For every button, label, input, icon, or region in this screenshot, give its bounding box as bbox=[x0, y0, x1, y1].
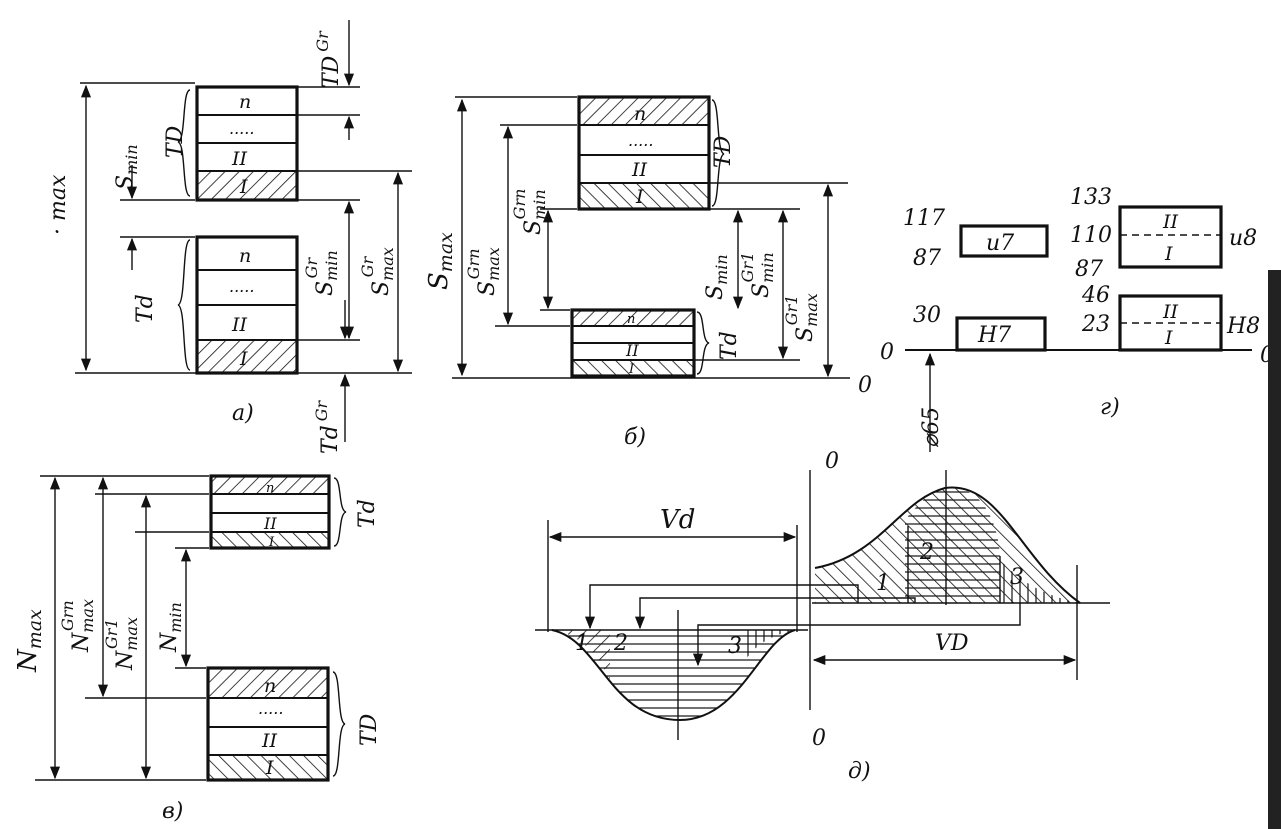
panel-v-caption: в) bbox=[162, 799, 183, 824]
a-shaft-I: I bbox=[239, 348, 248, 370]
d-shaft-3: 3 bbox=[728, 634, 742, 659]
a-smax-gr-label: SmaxGr bbox=[358, 247, 397, 296]
scan-edge bbox=[1268, 270, 1281, 829]
g-H7-box bbox=[955, 316, 1047, 352]
g-H8-I: I bbox=[1164, 327, 1173, 349]
g-u7-label: u7 bbox=[986, 231, 1014, 256]
v-nmax-label: Nmax bbox=[13, 609, 46, 673]
b-zero: 0 bbox=[858, 373, 872, 398]
a-smin-label: Smin bbox=[113, 144, 141, 190]
a-hole-II: II bbox=[231, 148, 248, 170]
b-shaft-n: n bbox=[627, 312, 635, 327]
d-zero-bottom: 0 bbox=[812, 726, 826, 751]
b-smax-label: Smax bbox=[424, 232, 457, 290]
g-87: 87 bbox=[913, 246, 941, 271]
a-shaft-group-I-hatch bbox=[197, 340, 297, 373]
b-smax-gr1-label: SmaxGr1 bbox=[782, 293, 821, 342]
a-shaft-dots: ..... bbox=[229, 277, 254, 296]
g-H7-label: H7 bbox=[977, 323, 1011, 348]
d-shaft-2: 2 bbox=[613, 631, 628, 656]
g-u8-II: II bbox=[1162, 211, 1179, 233]
g-30: 30 bbox=[913, 303, 941, 328]
b-smax-grn-label: SmaxGrn bbox=[464, 247, 503, 296]
a-Td-label: Td bbox=[133, 294, 158, 323]
b-hole-n: n bbox=[634, 103, 646, 125]
d-shaft-curve bbox=[551, 629, 796, 722]
g-u7-box bbox=[959, 224, 1049, 258]
v-nmin-label: Nmin bbox=[157, 602, 185, 653]
d-hole-1: 1 bbox=[876, 571, 890, 596]
panel-b: n ..... II I n II I Smax SmaxGrn SminGrn… bbox=[424, 95, 872, 450]
panel-g-caption: г) bbox=[1100, 395, 1120, 420]
g-zero-left: 0 bbox=[880, 340, 894, 365]
g-diameter-label: ⌀65 bbox=[919, 407, 944, 448]
g-110: 110 bbox=[1070, 223, 1112, 248]
g-u8-label: u8 bbox=[1229, 226, 1257, 251]
g-87b: 87 bbox=[1075, 257, 1103, 282]
d-hole-3: 3 bbox=[1010, 565, 1024, 590]
b-smin-gr1-label: SminGr1 bbox=[738, 252, 777, 298]
a-smax-label: · max bbox=[46, 174, 71, 235]
b-hole-dots: ..... bbox=[628, 131, 653, 150]
b-hole-I: I bbox=[635, 186, 644, 208]
g-117: 117 bbox=[903, 206, 945, 231]
a-TD-label: TD bbox=[163, 125, 188, 158]
d-hole-curve bbox=[814, 486, 1081, 604]
b-smin-grn-label: SminGrn bbox=[510, 189, 549, 235]
v-shaft-n: n bbox=[266, 481, 274, 496]
g-u8-box bbox=[1118, 205, 1223, 269]
g-u8-I: I bbox=[1164, 243, 1173, 265]
panel-v: n II I n ..... II I Nmax NmaxGrn NmaxGr1… bbox=[13, 474, 382, 824]
v-nmax-gr1-label: NmaxGr1 bbox=[102, 617, 141, 671]
a-smin-gr-label: SminGr bbox=[302, 250, 341, 296]
b-TD-label: TD bbox=[711, 135, 736, 168]
d-Vd-label: Vd bbox=[660, 505, 695, 535]
b-shaft-II: II bbox=[625, 341, 639, 360]
a-hole-group-I-hatch bbox=[197, 171, 297, 200]
v-shaft-I: I bbox=[268, 535, 275, 550]
a-hole-n: n bbox=[239, 91, 251, 113]
a-hole-I: I bbox=[239, 176, 248, 198]
g-46: 46 bbox=[1081, 283, 1110, 308]
b-Td-label: Td bbox=[717, 331, 742, 360]
a-shaft-II: II bbox=[231, 314, 248, 336]
v-hole-II: II bbox=[261, 730, 278, 752]
panel-b-caption: б) bbox=[624, 425, 646, 450]
a-TDgr-label: TDGr bbox=[313, 30, 344, 88]
panel-a-caption: а) bbox=[232, 401, 254, 426]
b-shaft-I: I bbox=[628, 362, 635, 377]
panel-a: n ..... II I n ..... II I · max Smin TD … bbox=[46, 20, 412, 454]
v-nmax-grn-label: NmaxGrn bbox=[58, 599, 97, 653]
g-H8-II: II bbox=[1162, 301, 1179, 323]
panel-g: 0 0 ⌀65 u7 117 87 II I u8 133 110 87 H7 … bbox=[880, 185, 1274, 452]
v-hole-n: n bbox=[264, 675, 276, 697]
d-shaft-1: 1 bbox=[575, 631, 589, 656]
panel-d-caption: д) bbox=[848, 759, 871, 784]
v-Td-label: Td bbox=[355, 499, 380, 528]
v-hole-I: I bbox=[265, 757, 274, 779]
a-hole-dots: ..... bbox=[229, 119, 254, 138]
v-shaft-II: II bbox=[263, 514, 277, 533]
b-smin-label: Smin bbox=[703, 254, 731, 300]
d-hole-2: 2 bbox=[919, 540, 934, 565]
b-hole-II: II bbox=[631, 159, 648, 181]
g-23: 23 bbox=[1081, 312, 1110, 337]
v-TD-label: TD bbox=[357, 713, 382, 746]
v-hole-dots: ..... bbox=[258, 699, 283, 718]
a-Tdgr-label: TdGr bbox=[312, 399, 343, 454]
g-133: 133 bbox=[1070, 185, 1112, 210]
panel-d: 0 0 1 2 3 VD Vd 1 2 3 д) bbox=[535, 449, 1110, 784]
d-VD-label: VD bbox=[935, 631, 969, 656]
d-zero-top: 0 bbox=[825, 449, 839, 474]
a-shaft-n: n bbox=[239, 245, 251, 267]
g-H8-label: H8 bbox=[1226, 314, 1260, 339]
